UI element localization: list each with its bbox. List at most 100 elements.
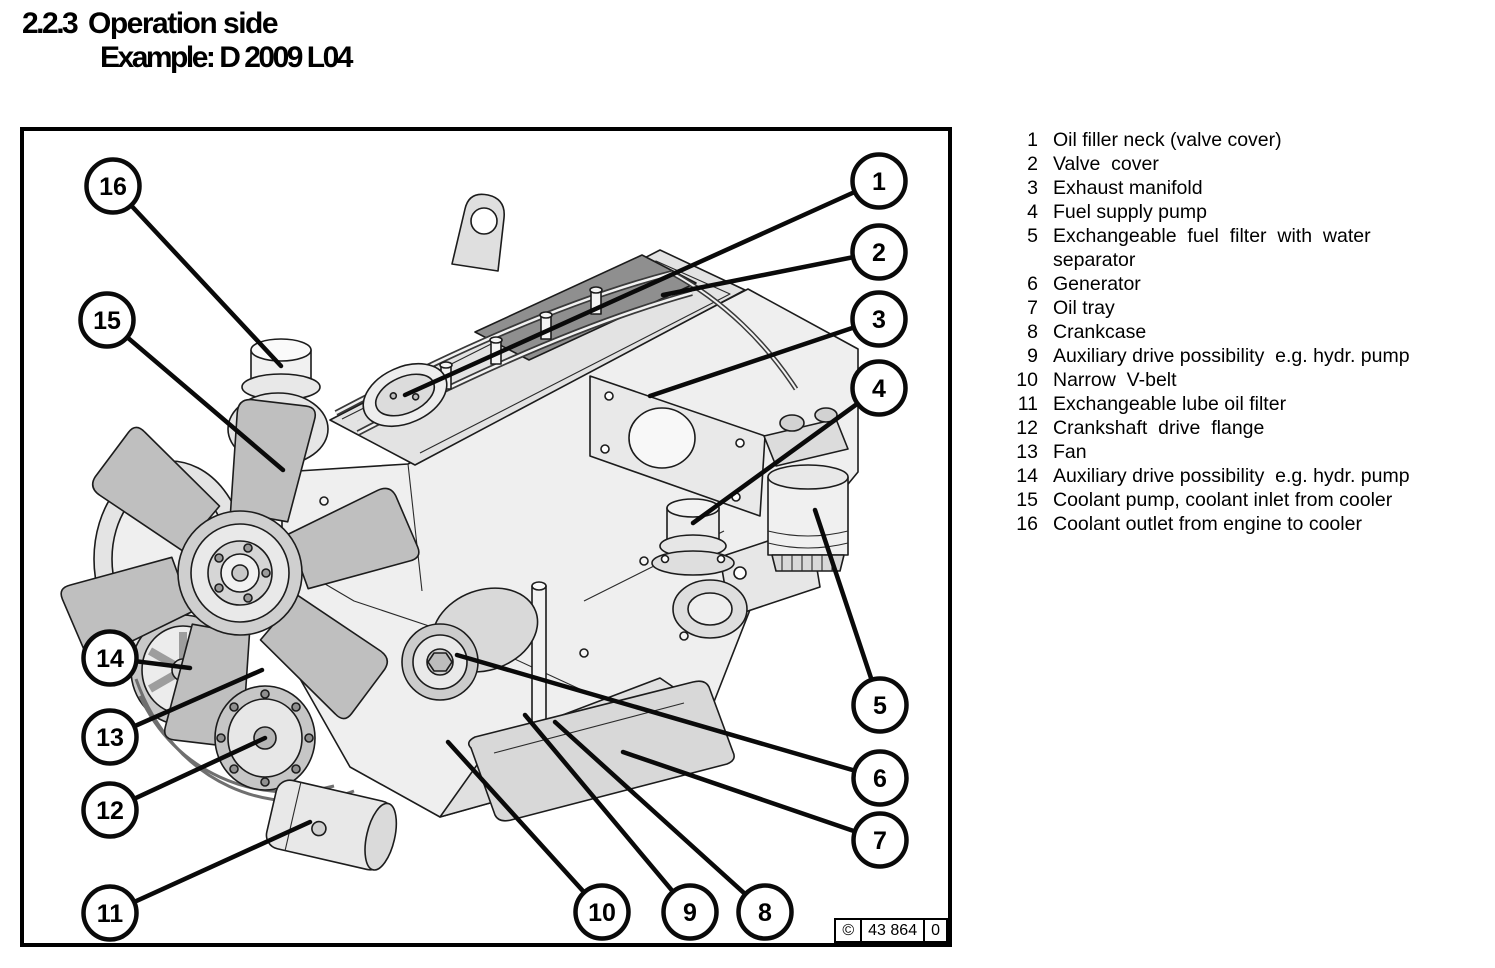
page-subtitle: Example: D 2009 L04 (100, 41, 354, 74)
svg-text:16: 16 (99, 173, 127, 201)
leader-line-5 (812, 507, 883, 708)
callout-12: 12 (81, 781, 139, 839)
legend-item-text: Oil filler neck (valve cover) (1053, 129, 1282, 151)
legend-item-number: 12 (1016, 417, 1038, 439)
legend-item-text: Exchangeable fuel filter with water sepa… (1053, 225, 1371, 271)
legend-item: 2 Valve cover (1006, 152, 1476, 176)
leader-line-8 (552, 719, 768, 915)
leader-lines (104, 178, 883, 916)
svg-text:6: 6 (873, 765, 887, 793)
leader-line-3 (647, 316, 882, 399)
legend-item: 6 Generator (1006, 272, 1476, 296)
legend-item-number: 4 (1027, 201, 1038, 223)
callout-7: 7 (851, 811, 909, 869)
legend-item: 1 Oil filler neck (valve cover) (1006, 128, 1476, 152)
legend-item: 11 Exchangeable lube oil filter (1006, 392, 1476, 416)
legend-item-text: Fan (1053, 441, 1087, 463)
legend: 1 Oil filler neck (valve cover) 2 Valve co… (1006, 128, 1476, 536)
legend-item-text: Auxiliary drive possibility e.g. hydr. p… (1053, 345, 1410, 367)
legend-item-text: Narrow V-belt (1053, 369, 1177, 391)
legend-item: 12 Crankshaft drive flange (1006, 416, 1476, 440)
engine-illustration: 1 2 3 4 5 6 7 8 9 10 11 12 13 14 15 16 (60, 152, 909, 942)
callout-9: 9 (661, 883, 719, 941)
legend-item: 10 Narrow V-belt (1006, 368, 1476, 392)
leader-line-11 (107, 819, 313, 916)
figure-code-box: © 43 864 0 (834, 918, 948, 943)
legend-item-number: 11 (1017, 393, 1038, 415)
legend-item-number: 2 (1027, 153, 1038, 175)
page-title: Operation side (88, 7, 279, 40)
svg-text:5: 5 (873, 692, 887, 720)
svg-text:13: 13 (96, 724, 124, 752)
legend-item-text: Crankshaft drive flange (1053, 417, 1265, 439)
legend-item-number: 15 (1016, 489, 1038, 511)
callout-8: 8 (736, 883, 794, 941)
legend-item-number: 14 (1016, 465, 1038, 487)
svg-text:4: 4 (872, 375, 886, 403)
legend-item-text: Coolant pump, coolant inlet from cooler (1053, 489, 1393, 511)
section-number: 2.2.3 (22, 7, 79, 40)
leader-line-16 (110, 183, 284, 369)
legend-item-text: Generator (1053, 273, 1141, 295)
legend-item: 14 Auxiliary drive possibility e.g. hydr.… (1006, 464, 1476, 488)
svg-text:1: 1 (872, 168, 886, 196)
callout-3: 3 (850, 290, 908, 348)
legend-item: 15 Coolant pump, coolant inlet from coole… (1006, 488, 1476, 512)
callout-16: 16 (84, 157, 142, 215)
legend-item-text: Exchangeable lube oil filter (1053, 393, 1287, 415)
copyright-symbol: © (834, 918, 861, 943)
engine-art (60, 193, 859, 871)
svg-text:2: 2 (872, 239, 886, 267)
leader-line-6 (454, 652, 883, 781)
legend-item-text: Coolant outlet from engine to cooler (1053, 513, 1362, 535)
legend-item: 7 Oil tray (1006, 296, 1476, 320)
legend-item-text: Valve cover (1053, 153, 1159, 175)
legend-item-number: 10 (1016, 369, 1038, 391)
svg-text:7: 7 (873, 827, 887, 855)
callout-14: 14 (81, 629, 139, 687)
svg-text:8: 8 (758, 899, 772, 927)
callout-10: 10 (573, 883, 631, 941)
legend-item-text: Fuel supply pump (1053, 201, 1207, 223)
legend-item-number: 5 (1027, 225, 1038, 247)
legend-item-number: 1 (1027, 129, 1038, 151)
legend-item-number: 16 (1016, 513, 1038, 535)
legend-item-text: Oil tray (1053, 297, 1115, 319)
legend-item-text: Crankcase (1053, 321, 1147, 343)
svg-text:12: 12 (96, 797, 124, 825)
legend-item-number: 9 (1027, 345, 1038, 367)
revision-number: 0 (923, 918, 948, 943)
leader-line-15 (104, 317, 286, 473)
leader-line-2 (660, 249, 882, 298)
callout-15: 15 (78, 291, 136, 349)
figure-number: 43 864 (860, 918, 924, 943)
svg-text:9: 9 (683, 899, 697, 927)
leader-line-4 (690, 385, 882, 526)
legend-item-text: Exhaust manifold (1053, 177, 1203, 199)
svg-text:15: 15 (93, 307, 121, 335)
leader-line-9 (522, 712, 693, 915)
legend-item-number: 13 (1016, 441, 1038, 463)
leader-line-1 (402, 178, 882, 398)
legend-item: 5 Exchangeable fuel filter with water sep… (1006, 224, 1476, 272)
callout-1: 1 (850, 152, 908, 210)
legend-item: 4 Fuel supply pump (1006, 200, 1476, 224)
callout-5: 5 (851, 676, 909, 734)
leader-line-10 (445, 739, 605, 915)
legend-item-number: 7 (1027, 297, 1038, 319)
svg-text:11: 11 (97, 900, 124, 928)
svg-text:14: 14 (96, 645, 124, 673)
legend-item-text: Auxiliary drive possibility e.g. hydr. p… (1053, 465, 1410, 487)
page-header: 2.2.3 Operation side Example: D 2009 L04 (22, 7, 354, 74)
legend-item: 13 Fan (1006, 440, 1476, 464)
callouts: 1 2 3 4 5 6 7 8 9 10 11 12 13 14 15 16 (78, 152, 909, 942)
legend-item-number: 6 (1027, 273, 1038, 295)
callout-4: 4 (850, 359, 908, 417)
callout-6: 6 (851, 749, 909, 807)
svg-text:10: 10 (588, 899, 616, 927)
callout-11: 11 (81, 884, 139, 942)
legend-item: 9 Auxiliary drive possibility e.g. hydr. … (1006, 344, 1476, 368)
leader-line-7 (620, 749, 883, 843)
